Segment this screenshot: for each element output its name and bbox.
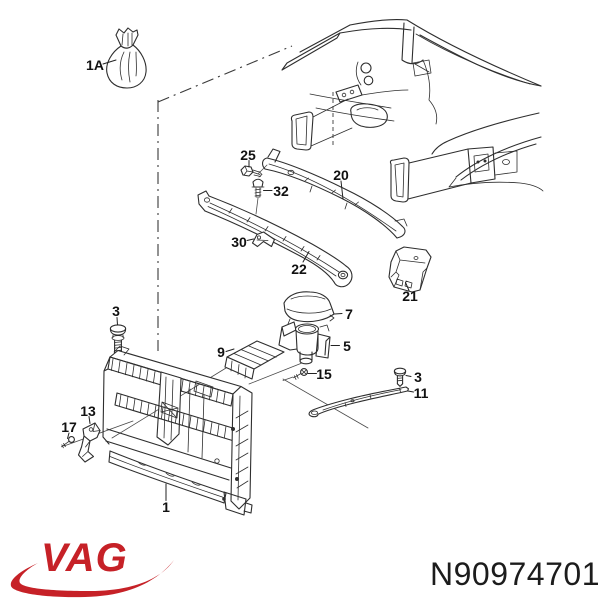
parts-bag-illustration <box>106 27 147 89</box>
callout-30: 30 <box>231 234 247 250</box>
callout-21: 21 <box>402 288 418 304</box>
part-11-strap-illustration <box>308 386 410 418</box>
vag-logo-swoosh-icon <box>10 560 174 598</box>
part-5-reservoir-illustration <box>278 321 331 365</box>
callout-leader-lines <box>67 59 414 501</box>
part-1-front-panel-illustration <box>102 345 253 516</box>
callout-25: 25 <box>240 147 256 163</box>
part-3-bolt-right-illustration <box>393 367 407 387</box>
part-21-bracket-illustration <box>388 246 432 293</box>
callout-3-right: 3 <box>414 369 422 385</box>
part-13-bracket-illustration <box>77 422 101 463</box>
part-9-air-duct-illustration <box>224 340 285 380</box>
part-30-clip-illustration <box>251 231 276 248</box>
callout-15: 15 <box>316 366 332 382</box>
callout-5: 5 <box>343 338 351 354</box>
callout-labels: 1A 25 32 20 30 22 21 3 7 5 9 15 3 11 13 … <box>61 57 428 515</box>
callout-11: 11 <box>414 385 429 401</box>
callout-22: 22 <box>291 261 307 277</box>
callout-7: 7 <box>345 306 353 322</box>
part-20-crossmember-illustration <box>262 148 408 239</box>
part-7-cover-illustration <box>283 291 335 325</box>
callout-3-left: 3 <box>112 303 120 319</box>
callout-9: 9 <box>217 344 225 360</box>
car-body-illustration <box>281 19 544 203</box>
part-32-bolt-illustration <box>251 178 265 215</box>
part-number: N90974701 <box>430 556 600 592</box>
callout-1A: 1A <box>86 57 104 73</box>
callout-13: 13 <box>80 403 96 419</box>
part-22-cowl-panel-illustration <box>197 190 353 288</box>
callout-17: 17 <box>61 419 77 435</box>
vag-logo-text: VAG <box>41 536 128 580</box>
callout-32: 32 <box>273 183 289 199</box>
zone-boundary-lines <box>157 45 293 351</box>
vag-logo: VAG <box>10 536 174 598</box>
callout-1: 1 <box>162 499 170 515</box>
callout-20: 20 <box>333 167 349 183</box>
part-15-screw-illustration <box>293 368 308 380</box>
part-17-screw-illustration <box>61 436 75 449</box>
part-25-bolt-illustration <box>240 164 268 178</box>
